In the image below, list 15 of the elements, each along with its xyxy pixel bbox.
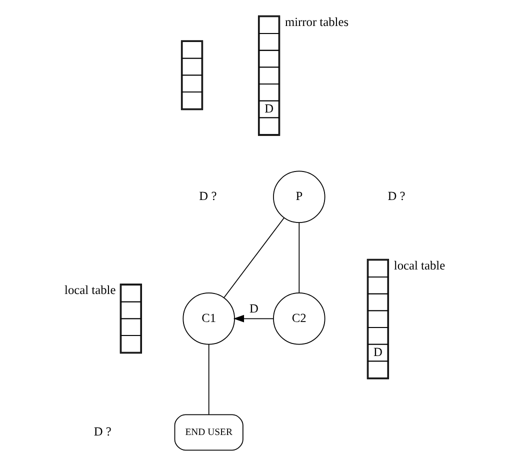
node-label: mirror tables bbox=[284, 14, 348, 29]
label: D ? bbox=[198, 189, 216, 204]
node-circle: P bbox=[272, 170, 325, 224]
node-circle: C1 bbox=[182, 292, 234, 345]
arrow bbox=[232, 314, 274, 322]
label: D ? bbox=[93, 424, 111, 439]
node-label: local table bbox=[393, 258, 445, 272]
node-box: END USER bbox=[174, 414, 243, 451]
edge-label: D bbox=[249, 302, 258, 316]
node-circle: C2 bbox=[272, 292, 325, 345]
connector bbox=[223, 217, 284, 298]
connector bbox=[298, 222, 300, 294]
node-label: local table bbox=[64, 283, 116, 298]
connector bbox=[208, 344, 209, 415]
label: D ? bbox=[387, 189, 405, 204]
